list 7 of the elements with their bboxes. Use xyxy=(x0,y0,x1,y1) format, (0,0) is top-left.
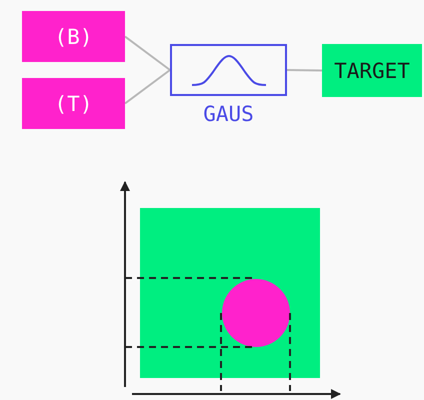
input-box: (B) xyxy=(22,11,125,62)
target-box: TARGET xyxy=(322,44,422,97)
function-label: GAUS xyxy=(203,102,254,126)
connector-line xyxy=(286,69,322,72)
input-box: (T) xyxy=(22,78,125,129)
connector-line xyxy=(124,36,171,71)
connector-line xyxy=(124,69,171,104)
